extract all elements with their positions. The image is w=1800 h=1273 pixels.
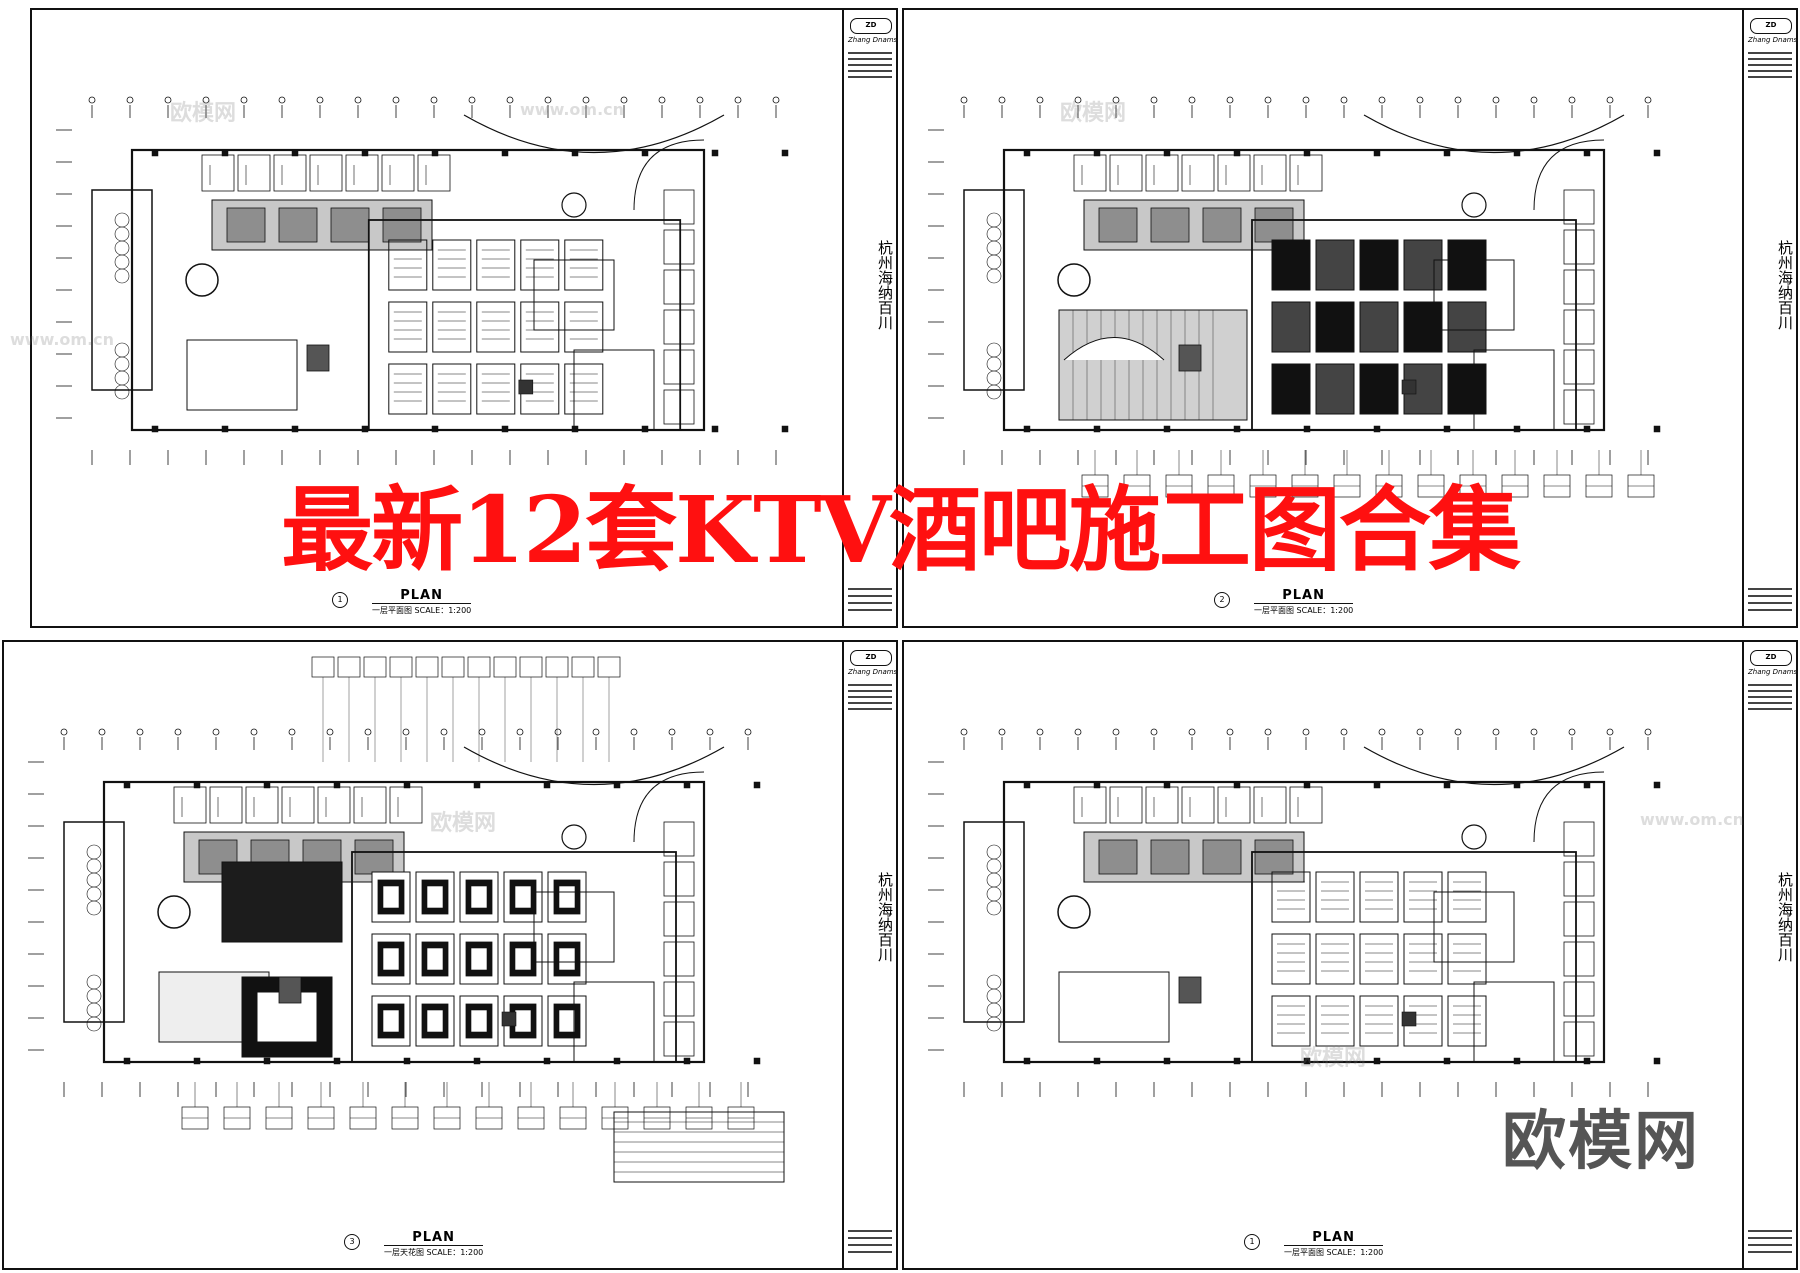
watermark: www.om.cn <box>10 330 115 349</box>
drawing-sheet-3: ZD Zhang Dnamssss 杭州海纳百川 3 PLAN 一层天花图 SC… <box>2 640 898 1270</box>
firm-logo: ZD <box>850 18 892 34</box>
plan-caption: 2 PLAN 一层平面图 SCALE：1:200 <box>1214 588 1354 616</box>
project-name: 杭州海纳百川 <box>1776 872 1794 962</box>
watermark: 欧模网 <box>430 811 497 836</box>
watermark: 欧模网 <box>1060 101 1127 126</box>
title-block: ZD Zhang Dnamssss 杭州海纳百川 <box>842 10 896 626</box>
project-name: 杭州海纳百川 <box>876 872 894 962</box>
firm-name: Zhang Dnamssss <box>1748 36 1798 44</box>
drawing-sheet-4: ZD Zhang Dnamssss 杭州海纳百川 1 PLAN 一层平面图 SC… <box>902 640 1798 1270</box>
title-block: ZD Zhang Dnamssss 杭州海纳百川 <box>1742 642 1796 1268</box>
watermark: www.om.cn <box>520 100 625 119</box>
firm-name: Zhang Dnamssss <box>848 668 898 676</box>
ceiling-plan-3 <box>28 656 785 1183</box>
title-block: ZD Zhang Dnamssss 杭州海纳百川 <box>842 642 896 1268</box>
watermark: 欧模网 <box>170 101 237 126</box>
headline-title: 最新12套KTV酒吧施工图合集 <box>281 476 1521 584</box>
firm-name: Zhang Dnamssss <box>1748 668 1798 676</box>
watermark: www.om.cn <box>1640 810 1745 829</box>
floor-plan-2 <box>928 96 1661 498</box>
brand-watermark: 欧模网 <box>1502 1105 1700 1179</box>
plan-caption: 3 PLAN 一层天花图 SCALE：1:200 <box>344 1230 484 1258</box>
watermark: 欧模网 <box>1300 1046 1367 1071</box>
floor-plan-4 <box>928 728 1661 1097</box>
drawing-sheet-1: ZD Zhang Dnamssss 杭州海纳百川 1 PLAN 一层平面图 SC… <box>30 8 898 628</box>
firm-logo: ZD <box>1750 18 1792 34</box>
drawing-sheet-2: ZD Zhang Dnamssss 杭州海纳百川 2 PLAN 一层平面图 SC… <box>902 8 1798 628</box>
project-name: 杭州海纳百川 <box>1776 240 1794 330</box>
plan-caption: 1 PLAN 一层平面图 SCALE：1:200 <box>332 588 472 616</box>
firm-name: Zhang Dnamssss <box>848 36 898 44</box>
project-name: 杭州海纳百川 <box>876 240 894 330</box>
firm-logo: ZD <box>1750 650 1792 666</box>
firm-logo: ZD <box>850 650 892 666</box>
floor-plan-1 <box>56 96 789 465</box>
title-block: ZD Zhang Dnamssss 杭州海纳百川 <box>1742 10 1796 626</box>
plan-caption: 1 PLAN 一层平面图 SCALE：1:200 <box>1244 1230 1384 1258</box>
